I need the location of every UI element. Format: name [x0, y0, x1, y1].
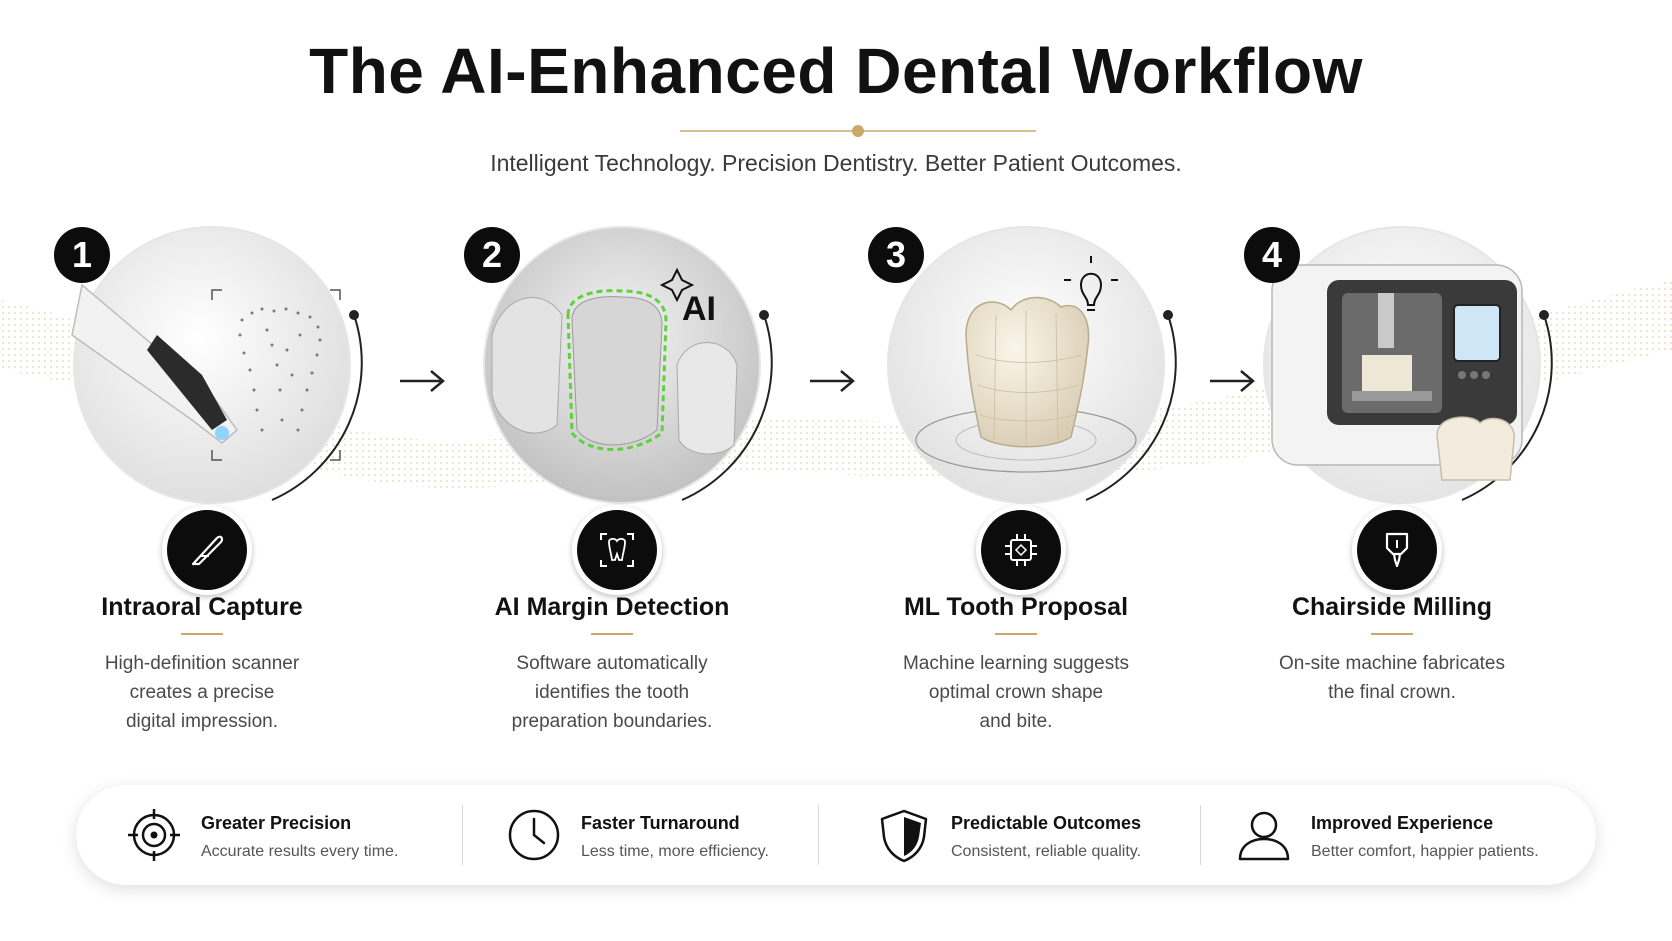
- page-title: The AI-Enhanced Dental Workflow: [309, 35, 1363, 107]
- page-subtitle: Intelligent Technology. Precision Dentis…: [490, 150, 1182, 176]
- benefits-bar: Greater Precision Accurate results every…: [76, 785, 1596, 885]
- scanner-icon: [191, 535, 224, 566]
- tooth-scan-icon: [600, 533, 634, 567]
- step-1-title: Intraoral Capture: [101, 593, 303, 621]
- user-icon: [1238, 811, 1290, 861]
- benefit-separator: [818, 805, 819, 865]
- step-1-number: 1: [54, 227, 110, 283]
- step-1-badge: [162, 505, 252, 595]
- step-4-title-underline: [1371, 633, 1413, 635]
- step-4-badge: [1352, 505, 1442, 595]
- mill-bur-icon: [1385, 532, 1409, 568]
- step-2-image: AI: [472, 225, 773, 525]
- step-1-image: [62, 225, 363, 525]
- step-2-title-underline: [591, 633, 633, 635]
- step-3-image: [876, 225, 1177, 525]
- arrow-right-icon: [1210, 370, 1255, 392]
- step-4-title: Chairside Milling: [1291, 593, 1493, 621]
- step-4-description: On-site machine fabricates the final cro…: [1279, 653, 1505, 703]
- chip-icon: [1005, 534, 1037, 566]
- benefit-separator: [1200, 805, 1201, 865]
- step-1-description: High-definition scanner creates a precis…: [104, 653, 300, 732]
- benefit-description: Consistent, reliable quality.: [951, 843, 1142, 860]
- clock-icon: [508, 809, 560, 861]
- target-icon: [128, 809, 180, 861]
- benefit-title: Greater Precision: [201, 813, 352, 833]
- step-3-number: 3: [868, 227, 924, 283]
- step-1-title-underline: [181, 633, 223, 635]
- step-2-title: AI Margin Detection: [494, 593, 730, 621]
- step-3-badge: [976, 505, 1066, 595]
- dotted-wave-decoration: [0, 280, 1672, 489]
- step-2-description: Software automatically identifies the to…: [511, 653, 713, 732]
- step-4-number: 4: [1244, 227, 1300, 283]
- benefit-title: Improved Experience: [1311, 813, 1494, 833]
- step-2-badge: [572, 505, 662, 595]
- benefit-description: Accurate results every time.: [201, 843, 399, 860]
- benefit-description: Less time, more efficiency.: [581, 843, 769, 860]
- step-3-title-underline: [995, 633, 1037, 635]
- benefit-title: Faster Turnaround: [581, 813, 740, 833]
- benefit-title: Predictable Outcomes: [951, 813, 1142, 833]
- benefit-separator: [462, 805, 463, 865]
- benefit-description: Better comfort, happier patients.: [1311, 843, 1539, 860]
- step-4-image: [1252, 225, 1553, 525]
- step-3-title: ML Tooth Proposal: [903, 593, 1129, 621]
- shield-icon: [880, 809, 928, 863]
- step-2-number: 2: [464, 227, 520, 283]
- step-3-description: Machine learning suggests optimal crown …: [902, 653, 1130, 732]
- ai-image-label: AI: [682, 290, 716, 328]
- title-divider: [680, 125, 1036, 137]
- arrow-right-icon: [400, 370, 445, 392]
- arrow-right-icon: [810, 370, 855, 392]
